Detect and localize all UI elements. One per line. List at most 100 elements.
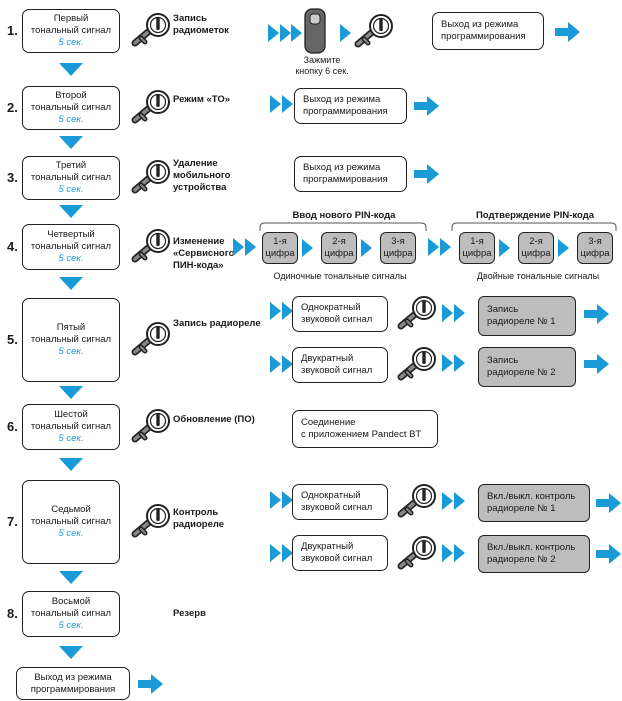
double-chevron-icon bbox=[270, 355, 293, 373]
text-line: «Сервисного bbox=[173, 248, 235, 259]
text-line: цифра bbox=[462, 248, 492, 259]
double-chevron-icon bbox=[442, 354, 465, 372]
duration-label: 5 сек. bbox=[58, 37, 84, 48]
text-line: 2-я bbox=[332, 236, 346, 247]
text-line: звуковой сигнал bbox=[301, 365, 373, 376]
text-line: радиометок bbox=[173, 25, 229, 36]
step-text: Седьмой bbox=[51, 504, 91, 515]
header-confirm-pin: Подтверждение PIN-кода bbox=[475, 210, 595, 221]
text-line: Удаление bbox=[173, 158, 218, 169]
text-line: Запись bbox=[487, 355, 519, 366]
text-line: цифра bbox=[580, 248, 610, 259]
text-line: Соединение bbox=[301, 417, 356, 428]
key-icon bbox=[397, 484, 436, 518]
text-line: программирования bbox=[303, 106, 388, 117]
chevron-icon bbox=[340, 24, 351, 42]
text-line: Вкл./выкл. контроль bbox=[487, 542, 576, 553]
text-line: Запись радиореле bbox=[173, 318, 261, 329]
step-number: 1. bbox=[7, 23, 18, 38]
text-line: цифра bbox=[324, 248, 354, 259]
step-text: Второй bbox=[55, 90, 87, 101]
brace-new-pin bbox=[259, 222, 427, 231]
double-chevron-icon bbox=[270, 544, 293, 562]
arrow-right-icon bbox=[596, 544, 621, 564]
key-icon bbox=[397, 347, 436, 381]
text-line: радиореле № 2 bbox=[487, 554, 556, 565]
text-line: Выход из режима bbox=[441, 19, 519, 30]
step-text: тональный сигнал bbox=[30, 102, 112, 113]
double-chevron-icon bbox=[442, 304, 465, 322]
text-line: радиореле № 2 bbox=[487, 367, 556, 378]
step-text: Восьмой bbox=[51, 596, 91, 607]
step-number: 6. bbox=[7, 419, 18, 434]
text-line: Однократный bbox=[301, 302, 361, 313]
step-text: тональный сигнал bbox=[30, 608, 112, 619]
duration-label: 5 сек. bbox=[58, 433, 84, 444]
text-line: Резерв bbox=[173, 608, 206, 619]
text-line: Запись bbox=[173, 13, 207, 24]
double-signals-caption: Двойные тональные сигналы bbox=[476, 271, 600, 281]
arrow-right-icon bbox=[584, 304, 609, 324]
single-signals-caption: Одиночные тональные сигналы bbox=[273, 271, 407, 281]
key-icon bbox=[131, 322, 170, 356]
text-line: Вкл./выкл. контроль bbox=[487, 491, 576, 502]
text-line: 2-я bbox=[529, 236, 543, 247]
text-line: 1-я bbox=[470, 236, 484, 247]
text-line: ПИН-кода» bbox=[173, 260, 224, 271]
text-line: программирования bbox=[441, 31, 526, 42]
text-line: радиореле № 1 bbox=[487, 503, 556, 514]
arrow-right-icon bbox=[555, 22, 580, 42]
chevron-icon bbox=[361, 239, 372, 257]
duration-label: 5 сек. bbox=[58, 528, 84, 539]
step-label: Запись радиореле bbox=[173, 318, 261, 330]
step-text: тональный сигнал bbox=[30, 516, 112, 527]
text-line: Выход из режима bbox=[34, 671, 112, 683]
double-chevron-icon bbox=[268, 24, 291, 42]
text-line: Выход из режима bbox=[303, 94, 381, 105]
text-line: с приложением Pandect BT bbox=[301, 429, 422, 440]
text-line: звуковой сигнал bbox=[301, 314, 373, 325]
chevron-icon bbox=[558, 239, 569, 257]
step-text: Пятый bbox=[56, 322, 86, 333]
arrow-right-icon bbox=[414, 164, 439, 184]
text-line: устройства bbox=[173, 182, 227, 193]
key-icon bbox=[131, 160, 170, 194]
key-icon bbox=[131, 90, 170, 124]
chevron-icon bbox=[302, 239, 313, 257]
double-chevron-icon bbox=[233, 238, 256, 256]
text-line: мобильного bbox=[173, 170, 231, 181]
double-chevron-icon bbox=[428, 238, 451, 256]
text-line: 3-я bbox=[391, 236, 405, 247]
text-line: Однократный bbox=[301, 490, 361, 501]
key-icon bbox=[354, 14, 393, 48]
text-line: радиореле bbox=[173, 519, 225, 530]
duration-label: 5 сек. bbox=[58, 184, 84, 195]
arrow-right-icon bbox=[584, 354, 609, 374]
text-line: 1-я bbox=[273, 236, 287, 247]
key-icon bbox=[131, 13, 170, 47]
arrow-down-icon bbox=[59, 136, 83, 149]
step-number: 2. bbox=[7, 100, 18, 115]
key-icon bbox=[131, 409, 170, 443]
double-chevron-icon bbox=[442, 544, 465, 562]
arrow-right-icon bbox=[414, 96, 439, 116]
